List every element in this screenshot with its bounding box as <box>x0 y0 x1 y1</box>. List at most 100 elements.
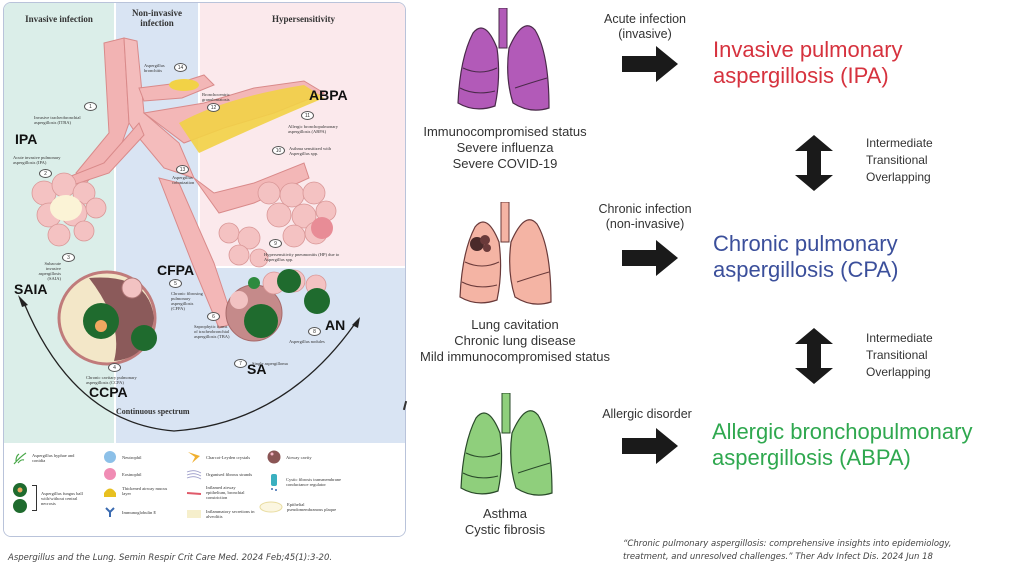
legend-bracket <box>32 485 37 511</box>
diagnosis-ipa: Invasive pulmonary aspergillosis (IPA) <box>713 37 903 88</box>
hyphae-icon <box>13 452 27 465</box>
diagnosis-abpa: Allergic bronchopulmonary aspergillosis … <box>712 419 973 470</box>
entity-7-text: Single aspergilloma <box>252 361 288 366</box>
secretions-icon <box>187 510 201 518</box>
condition-cystic-fibrosis: Cystic fibrosis <box>464 522 546 537</box>
spectrum-arc <box>23 302 355 432</box>
double-arrow-icon-2 <box>795 328 833 384</box>
legend-item-plaque: Epithelial pseudomembranous plaque <box>259 500 337 514</box>
ige-icon <box>105 507 115 517</box>
marker-5: 5 <box>169 279 182 288</box>
label-cfpa: CFPA <box>157 262 195 278</box>
legend-item-fungus-ball: Aspergillus fungus ball with/without cen… <box>12 483 91 513</box>
legend-item-eosinophil: Eosinophil <box>102 467 172 481</box>
lung-icon-abpa <box>460 393 553 496</box>
marker-7: 7 <box>234 359 247 368</box>
condition-severe-influenza: Severe influenza <box>456 140 554 155</box>
legend-item-neutrophil: Neutrophil <box>102 450 172 464</box>
condition-severe-covid: Severe COVID-19 <box>452 156 558 171</box>
marker-2: 2 <box>39 169 52 178</box>
eosinophil-icon <box>104 468 116 480</box>
marker-12: 12 <box>207 103 220 112</box>
right-arrow-icon-abpa <box>622 428 678 464</box>
marker-11: 11 <box>301 111 314 120</box>
condition-mild-immunocompromised: Mild immunocompromised status <box>419 349 610 364</box>
legend-item-airway-cavity: Airway cavity <box>266 450 336 464</box>
legend-item-mucus: Thickened airway mucus layer <box>102 484 172 498</box>
marker-14: 14 <box>174 63 187 72</box>
plaque-icon <box>259 501 283 513</box>
airway-illustration <box>18 37 360 432</box>
legend-item-ige: Immunoglobulin E <box>102 505 172 519</box>
figure-legend: Aspergillus hyphae and conidia Aspergill… <box>4 445 405 536</box>
condition-immunocompromised: Immunocompromised status <box>423 124 587 139</box>
marker-4: 4 <box>108 363 121 372</box>
marker-6: 6 <box>207 312 220 321</box>
relation-text-2: Intermediate Transitional Overlapping <box>866 331 933 379</box>
abpa-conditions: Asthma Cystic fibrosis <box>430 506 580 538</box>
bronchitis-mucus <box>169 79 199 91</box>
continuous-spectrum-label: Continuous spectrum <box>116 407 190 416</box>
nodule-2 <box>304 288 330 314</box>
relation-text-1: Intermediate Transitional Overlapping <box>866 136 933 184</box>
neutrophil-icon <box>104 451 116 463</box>
nodule-3 <box>248 277 260 289</box>
inflamed-epithelium-icon <box>186 491 202 495</box>
marker-3: 3 <box>62 253 75 262</box>
cftr-icon <box>271 474 277 491</box>
label-saia: SAIA <box>14 281 48 297</box>
marker-8: 8 <box>308 327 321 336</box>
label-ipa: IPA <box>15 131 38 147</box>
airway-end <box>311 217 333 239</box>
ipa-conditions: Immunocompromised status Severe influenz… <box>420 124 590 172</box>
right-citation: “Chronic pulmonary aspergillosis: compre… <box>623 539 952 562</box>
entity-13-text: Aspergillus colonization <box>172 175 195 185</box>
right-arrow-icon-ipa <box>622 46 678 82</box>
crystal-icon <box>188 452 200 463</box>
legend-item-secretions: Inflammatory secretions in alveolitis <box>186 507 256 521</box>
left-citation: Aspergillus and the Lung. Semin Respir C… <box>8 553 333 563</box>
abpa-arrow-label: Allergic disorder <box>602 407 692 421</box>
entity-6-text: Saprophytic forms of tracheobronchial as… <box>194 324 230 339</box>
legend-item-inflamed: Inflamed airway epithelium, bronchial co… <box>186 485 256 500</box>
double-arrow-icon-1 <box>795 135 833 191</box>
legend-item-crystals: Charcot-Leyden crystals <box>186 450 256 464</box>
diagnosis-cpa: Chronic pulmonary aspergillosis (CPA) <box>713 231 899 282</box>
aspergilloma-airway <box>230 291 248 309</box>
entity-11-text: Allergic bronchopulmonary aspergillosis … <box>288 124 339 134</box>
marker-9: 9 <box>269 239 282 248</box>
branch-shape <box>193 162 310 214</box>
fungus-ball-necrosis <box>95 320 107 332</box>
cpa-conditions: Lung cavitation Chronic lung disease Mil… <box>415 317 615 365</box>
entity-4-text: Chronic cavitary pulmonary aspergillosis… <box>86 375 137 385</box>
spectrum-arrowhead-right <box>352 317 360 328</box>
non-invasive-title-line1: Non-invasive <box>131 8 182 18</box>
marker-10: 10 <box>272 146 285 155</box>
fibrous-strands-icon <box>186 470 202 480</box>
legend-item-fibrous: Organised fibrous strands <box>186 467 256 481</box>
alveoli-hp <box>218 222 269 268</box>
label-abpa: ABPA <box>309 87 348 103</box>
marker-13: 13 <box>176 165 189 174</box>
entity-8-text: Aspergillus nodules <box>289 339 325 344</box>
invasive-infection-column: Invasive infection <box>4 3 114 443</box>
legend-item-hyphae: Aspergillus hyphae and conidia <box>12 451 82 465</box>
legend-item-cftr: Cystic fibrosis transmembrane conductanc… <box>266 472 346 492</box>
fungus-ball-icon <box>13 483 27 513</box>
entity-3-text: Subacute invasive aspergillosis (SAIA) <box>38 261 61 281</box>
trachea-shape <box>75 37 130 184</box>
invasive-infection-title: Invasive infection <box>25 14 93 24</box>
non-invasive-title-line2: infection <box>140 18 174 28</box>
aspergillosis-spectrum-figure: Invasive infection Non-invasive infectio… <box>3 2 406 537</box>
label-ccpa: CCPA <box>89 384 128 400</box>
entity-9-text: Hypersensitivity pneumonitis (HP) due to… <box>264 252 340 262</box>
lung-icon-cpa <box>459 202 552 305</box>
nodule-1 <box>277 269 301 293</box>
ipa-necrosis <box>50 195 82 221</box>
condition-chronic-lung-disease: Chronic lung disease <box>454 333 576 348</box>
entity-5-text: Chronic fibrosing pulmonary aspergillosi… <box>171 291 203 311</box>
airway-cavity-icon <box>267 450 281 464</box>
condition-asthma: Asthma <box>482 506 528 521</box>
spectrum-arrowhead-left <box>18 295 28 307</box>
lung-icon-ipa <box>457 8 550 111</box>
